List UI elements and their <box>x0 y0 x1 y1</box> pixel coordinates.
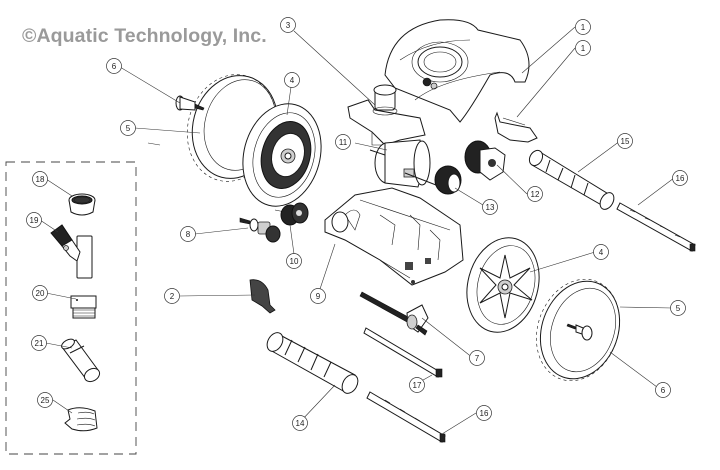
callout-label: 10 <box>290 257 299 266</box>
callout-15[interactable]: 15 <box>617 133 633 149</box>
callout-label: 5 <box>676 304 681 313</box>
callout-10[interactable]: 10 <box>286 253 302 269</box>
callout-label: 7 <box>475 354 480 363</box>
part-drive-gear[interactable] <box>464 140 506 181</box>
callout-4-left[interactable]: 4 <box>284 72 300 88</box>
part-hose-adapter[interactable] <box>70 295 97 319</box>
callout-21[interactable]: 21 <box>31 335 47 351</box>
callout-label: 6 <box>661 386 666 395</box>
part-flow-valve[interactable] <box>50 224 93 279</box>
accessory-box <box>5 161 137 455</box>
callout-5-left[interactable]: 5 <box>120 120 136 136</box>
callout-label: 6 <box>112 62 117 71</box>
callout-label: 25 <box>41 396 50 405</box>
callout-label: 9 <box>316 292 321 301</box>
callout-1-cover[interactable]: 1 <box>575 19 591 35</box>
leader-lines <box>39 26 675 435</box>
part-wheel-right[interactable] <box>457 230 549 341</box>
part-deflector[interactable] <box>249 279 276 314</box>
part-roller-axle-lower[interactable] <box>366 391 446 443</box>
part-roller-front[interactable] <box>264 330 361 396</box>
callout-9[interactable]: 9 <box>310 288 326 304</box>
callout-label: 2 <box>170 292 175 301</box>
callout-12[interactable]: 12 <box>527 186 543 202</box>
part-pinion-gear[interactable] <box>434 165 462 195</box>
callout-label: 18 <box>36 175 45 184</box>
callout-label: 16 <box>676 174 685 183</box>
callout-label: 3 <box>286 21 291 30</box>
part-hose-weight[interactable] <box>64 407 98 432</box>
callout-16-upper[interactable]: 16 <box>672 170 688 186</box>
callout-label: 11 <box>339 138 348 147</box>
callout-6-left[interactable]: 6 <box>106 58 122 74</box>
part-cover-clip[interactable] <box>494 111 538 143</box>
part-turbine[interactable] <box>369 139 437 188</box>
callout-label: 20 <box>36 289 45 298</box>
callout-label: 1 <box>581 44 586 53</box>
part-roller-axle-upper[interactable] <box>616 202 696 252</box>
callout-label: 17 <box>413 381 422 390</box>
callout-label: 19 <box>30 216 39 225</box>
part-top-cover[interactable] <box>384 19 530 123</box>
callout-8[interactable]: 8 <box>180 226 196 242</box>
part-hose-connector[interactable] <box>60 337 102 384</box>
part-hose-swivel-mount[interactable] <box>347 84 426 146</box>
callout-label: 4 <box>290 76 295 85</box>
callout-7[interactable]: 7 <box>469 350 485 366</box>
callout-11[interactable]: 11 <box>335 134 351 150</box>
part-gear-pair[interactable] <box>274 202 309 226</box>
callout-label: 12 <box>531 190 540 199</box>
callout-20[interactable]: 20 <box>32 285 48 301</box>
callout-4-right[interactable]: 4 <box>593 244 609 260</box>
callout-label: 13 <box>486 203 495 212</box>
callout-label: 21 <box>35 339 44 348</box>
part-rod[interactable] <box>363 327 443 378</box>
callout-3[interactable]: 3 <box>280 17 296 33</box>
part-roller-rear[interactable] <box>527 148 617 212</box>
callout-label: 4 <box>599 248 604 257</box>
callout-13[interactable]: 13 <box>482 199 498 215</box>
copyright-watermark: ©Aquatic Technology, Inc. <box>22 25 267 47</box>
part-wheel-left[interactable] <box>232 95 332 215</box>
callout-1-clip[interactable]: 1 <box>575 40 591 56</box>
callout-label: 1 <box>581 23 586 32</box>
callout-label: 15 <box>621 137 630 146</box>
part-chassis[interactable] <box>324 187 464 286</box>
part-drive-shaft[interactable] <box>359 291 429 336</box>
callout-16-lower[interactable]: 16 <box>476 405 492 421</box>
callout-5-right[interactable]: 5 <box>670 300 686 316</box>
callout-6-right[interactable]: 6 <box>655 382 671 398</box>
callout-25[interactable]: 25 <box>37 392 53 408</box>
callout-label: 8 <box>186 230 191 239</box>
part-axle-pin-right[interactable] <box>566 323 593 341</box>
callout-19[interactable]: 19 <box>26 212 42 228</box>
callout-label: 14 <box>296 419 305 428</box>
callout-14[interactable]: 14 <box>292 415 308 431</box>
part-idler-gear-shaft[interactable] <box>239 217 281 243</box>
callout-17[interactable]: 17 <box>409 377 425 393</box>
callout-18[interactable]: 18 <box>32 171 48 187</box>
callout-label: 16 <box>480 409 489 418</box>
callout-label: 5 <box>126 124 131 133</box>
callout-2[interactable]: 2 <box>164 288 180 304</box>
part-hose-nut[interactable] <box>68 193 96 216</box>
